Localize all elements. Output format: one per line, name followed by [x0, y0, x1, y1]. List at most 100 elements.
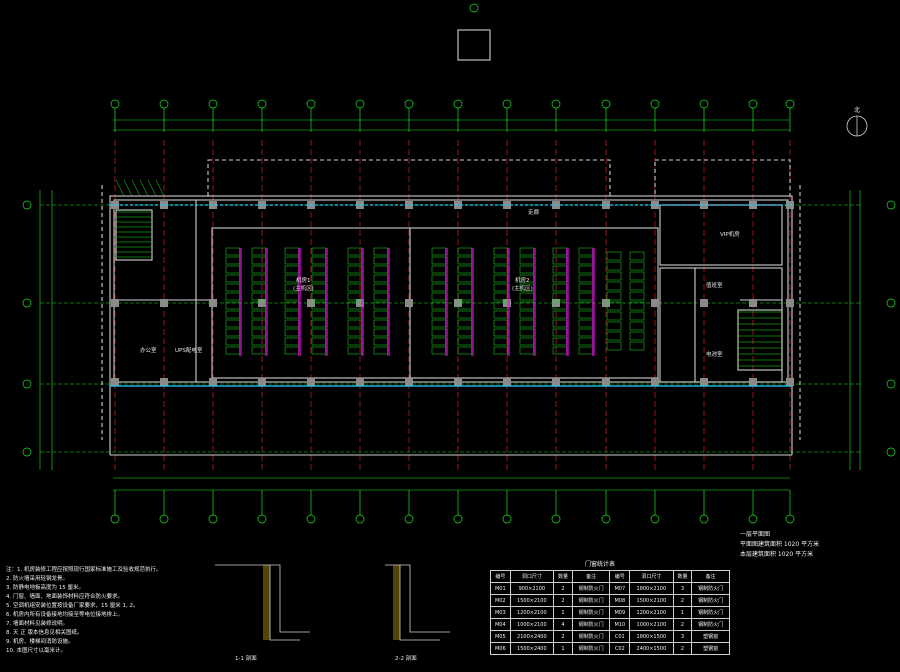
table-header-cell: 洞口尺寸	[509, 570, 555, 583]
column	[405, 299, 413, 307]
note-line: 注：1. 机房装修工程应按照现行国家标准施工及验收规范执行。	[6, 567, 162, 573]
table-cell: C02	[609, 642, 631, 655]
note-line: 9. 机房、楼梯间消防设施。	[6, 639, 74, 645]
legend-line-2: 平面图建筑面积 1020 平方米	[740, 541, 820, 548]
column	[307, 299, 315, 307]
table-cell: M02	[490, 594, 511, 607]
table-cell: 塑钢窗	[691, 642, 730, 655]
north-label: 北	[854, 106, 860, 114]
table-cell: 1800×1500	[629, 630, 674, 643]
table-cell: M03	[490, 606, 511, 619]
rack-unit	[629, 341, 645, 351]
table-cell: 1	[553, 642, 573, 655]
room-main-1: 机房1	[296, 276, 311, 284]
room-labels: 办公室 UPS配电室 VIP机房 机房1 (主机区) 机房2 (主机区) 电池室…	[140, 208, 740, 358]
table-cell: 4	[553, 618, 573, 631]
axis-bubble-left	[22, 200, 32, 210]
hatch-line	[147, 179, 157, 197]
table-cell: 钢制防火门	[691, 594, 730, 607]
table-cell: 钢制防火门	[571, 642, 611, 655]
rack-hot-aisle	[325, 248, 328, 356]
rack-unit	[606, 261, 622, 271]
door-table-title: 门窗统计表	[585, 561, 616, 568]
area-legend: 一层平面图 平面图建筑面积 1020 平方米 本层建筑面积 1020 平方米	[740, 530, 819, 560]
column	[700, 201, 708, 209]
table-cell: M06	[490, 642, 511, 655]
column	[209, 299, 217, 307]
table-cell: 3	[672, 582, 693, 595]
table-cell: 钢制防火门	[571, 606, 611, 619]
note-line: 5. 空调机组安装位置按设备厂家要求，15 厘米 1, 2。	[6, 603, 139, 609]
room-ups: UPS配电室	[175, 346, 203, 354]
room-main-2: 机房2	[515, 276, 530, 284]
rack-unit	[629, 301, 645, 311]
hatch-line	[155, 179, 165, 197]
note-line: 2. 防火墙采用轻钢龙骨。	[6, 576, 68, 582]
rack-unit	[629, 331, 645, 341]
rack-hot-aisle	[566, 248, 569, 356]
column	[786, 299, 794, 307]
table-cell: 钢制防火门	[691, 618, 730, 631]
table-cell: 2	[672, 594, 693, 607]
hatch-line	[131, 179, 141, 197]
rack-unit	[606, 301, 622, 311]
table-cell: 1200×2100	[509, 606, 555, 619]
rack-hot-aisle	[387, 248, 390, 356]
axis-bubbles	[22, 3, 896, 524]
column	[749, 378, 757, 386]
stair-hatch	[115, 179, 782, 367]
general-notes: 注：1. 机房装修工程应按照现行国家标准施工及验收规范执行。 2. 防火墙采用轻钢…	[6, 566, 206, 656]
room-main-2-sub: (主机区)	[512, 284, 533, 292]
column	[258, 378, 266, 386]
rack-unit	[606, 341, 622, 351]
column	[160, 299, 168, 307]
column	[160, 201, 168, 209]
table-cell: 钢制防火门	[691, 582, 730, 595]
table-cell: M09	[609, 606, 631, 619]
axis-bubble-right	[886, 379, 896, 389]
table-cell: 1500×2400	[509, 642, 555, 655]
table-cell: 2	[553, 630, 573, 643]
column	[405, 378, 413, 386]
table-cell: 钢制防火门	[691, 606, 730, 619]
table-cell: 1	[672, 606, 693, 619]
table-cell: 1000×2100	[509, 618, 555, 631]
column	[454, 378, 462, 386]
room-office: 办公室	[140, 346, 157, 354]
axis-bubble-extra	[469, 3, 479, 13]
legend-line-1: 一层平面图	[740, 531, 771, 538]
column	[356, 299, 364, 307]
column	[602, 299, 610, 307]
table-cell: M08	[609, 594, 631, 607]
column	[552, 299, 560, 307]
table-cell: 2400×1500	[629, 642, 674, 655]
table-cell: 3	[672, 630, 693, 643]
rack-unit	[629, 261, 645, 271]
section-details	[215, 564, 450, 641]
table-cell: 1500×2100	[509, 594, 555, 607]
column	[552, 378, 560, 386]
note-line: 10. 本图尺寸以毫米计。	[6, 648, 66, 654]
note-line: 3. 防静电地板高度为 15 厘米。	[6, 585, 84, 591]
detail-b-label: 2-2 剖面	[395, 654, 417, 662]
rack-hot-aisle	[298, 248, 301, 356]
table-cell: 2	[672, 642, 693, 655]
rack-hot-aisle	[239, 248, 242, 356]
column	[749, 299, 757, 307]
rack-hot-aisle	[265, 248, 268, 356]
rack-unit	[629, 291, 645, 301]
table-header-cell: 数量	[553, 570, 573, 583]
table-cell: 1500×2100	[629, 594, 674, 607]
table-cell: 1000×2100	[629, 618, 674, 631]
column	[700, 299, 708, 307]
note-line: 7. 墙面材料见装修说明。	[6, 621, 68, 627]
room-corridor: 走廊	[528, 208, 540, 216]
table-header-cell: 编号	[490, 570, 511, 583]
column	[700, 378, 708, 386]
